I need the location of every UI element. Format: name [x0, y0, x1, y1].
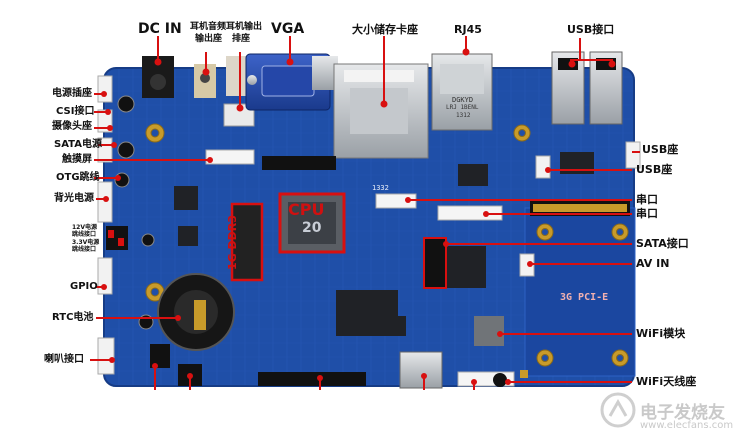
label-sata-port: SATA接口 — [636, 237, 689, 250]
watermark-url: www.elecfans.com — [640, 420, 734, 431]
label-backlight: 背光电源 — [54, 193, 94, 204]
label-serial-2: 串口 — [636, 207, 658, 220]
rj45-chip-text-2: LRJ 1BENL — [446, 104, 479, 111]
label-otg: OTG跳线 — [56, 172, 100, 183]
sata-connector — [423, 237, 447, 289]
label-audio-in: 耳机音频 — [190, 22, 227, 32]
label-speaker: 喇叭接口 — [44, 354, 84, 365]
label-usb-seat-2: USB座 — [636, 163, 673, 176]
ddr-chip — [230, 202, 264, 282]
label-usb-port: USB接口 — [567, 23, 615, 36]
label-rj45: RJ45 — [454, 23, 482, 36]
label-csi: CSI接口 — [56, 106, 95, 117]
rj45-chip-text-3: 1312 — [456, 112, 471, 119]
label-audio-in-2: 输出座 — [195, 34, 223, 44]
label-rtc: RTC电池 — [52, 312, 94, 323]
label-camera: 摄像头座 — [52, 121, 92, 132]
label-serial-1: 串口 — [636, 193, 658, 206]
label-wifi-module: WiFi模块 — [636, 327, 686, 340]
label-gpio: GPIO — [70, 281, 98, 292]
label-usb-seat-1: USB座 — [642, 143, 679, 156]
label-jumper-33v: 3.3V电源 — [72, 239, 100, 246]
silk-1332: 1332 — [372, 184, 389, 192]
label-sata-power: SATA电源 — [54, 139, 102, 150]
watermark-text: 电子发烧友 — [640, 403, 725, 423]
mounting-holes — [145, 123, 629, 367]
ddr-label: 1G DDR3 — [226, 215, 239, 270]
touch-header — [205, 149, 255, 165]
pcie-label: 3G PCI-E — [560, 292, 609, 303]
pointer-arrows — [90, 36, 640, 390]
pointer-dots — [101, 48, 616, 385]
label-audio-out: 耳机输出 — [226, 22, 263, 32]
label-power-header: 电源插座 — [52, 88, 92, 99]
label-dc-in: DC IN — [138, 21, 182, 37]
label-touch: 触摸屏 — [62, 154, 92, 165]
rj45-chip-text-1: DGKYD — [452, 96, 474, 104]
gpio-header-bottom — [258, 372, 366, 386]
label-audio-out-2: 排座 — [232, 34, 251, 44]
cpu-mark: 20 — [302, 220, 322, 236]
label-vga: VGA — [271, 21, 305, 37]
label-sd-slot: 大小储存卡座 — [352, 23, 418, 36]
watermark-logo-icon — [600, 392, 636, 428]
cpu-label: CPU — [288, 200, 325, 219]
usb-port-bottom — [399, 351, 443, 389]
label-jumper-33v-2: 跳线接口 — [72, 246, 97, 253]
label-jumper-12v-2: 跳线接口 — [72, 231, 97, 238]
label-wifi-antenna: WiFi天线座 — [636, 375, 697, 388]
label-av-in: AV IN — [636, 257, 670, 270]
label-jumper-12v: 12V电源 — [72, 224, 97, 231]
